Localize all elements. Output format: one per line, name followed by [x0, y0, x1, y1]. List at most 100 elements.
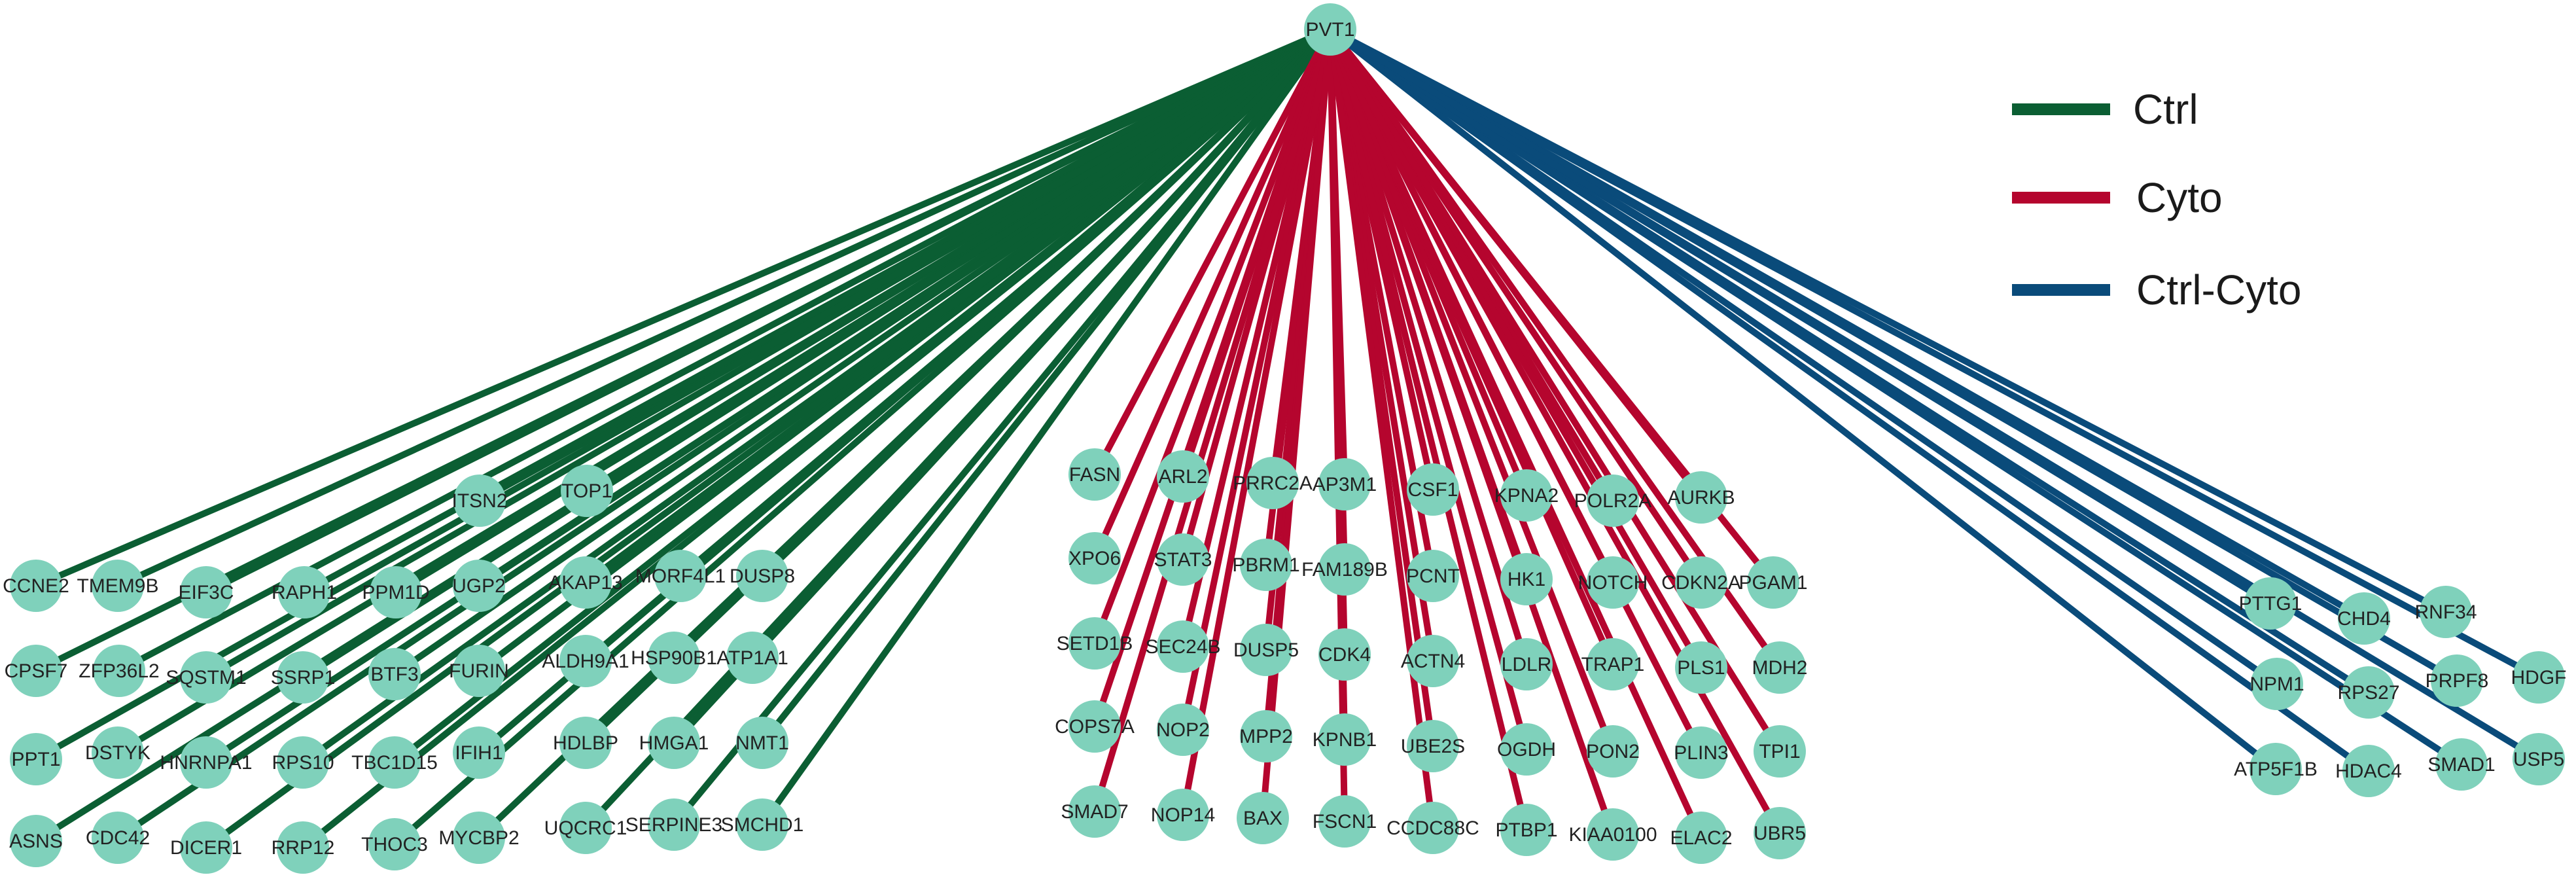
node-circle [453, 812, 505, 864]
node-label: KPNB1 [1313, 729, 1377, 751]
node-label: CSF1 [1408, 479, 1458, 501]
node-rps10: RPS10 [272, 736, 334, 789]
node-circle [2244, 577, 2297, 630]
node-pls1: PLS1 [1675, 641, 1727, 694]
edge-ctrl-tmem9b [116, 26, 1332, 589]
node-label: PRRC2A [1233, 473, 1313, 494]
node-smchd1: SMCHD1 [721, 798, 803, 851]
node-circle [1675, 812, 1727, 864]
node-circle [1318, 543, 1371, 596]
node-label: CDC42 [86, 827, 150, 849]
node-ube2s: UBE2S [1401, 720, 1465, 772]
node-label: AKAP13 [548, 572, 622, 594]
node-circle [1587, 808, 1639, 861]
node-circle [368, 818, 421, 870]
node-label: COPS7A [1055, 716, 1135, 738]
node-cdc42: CDC42 [86, 812, 150, 864]
node-label: FASN [1069, 464, 1120, 486]
node-circle [1500, 723, 1553, 776]
node-dicer1: DICER1 [170, 821, 242, 874]
node-label: HNRNPA1 [160, 752, 252, 774]
legend-label-ctrl: Ctrl [2133, 86, 2198, 133]
node-circle [1500, 638, 1553, 690]
node-label: AURKB [1667, 487, 1735, 509]
node-rps27: RPS27 [2337, 666, 2400, 719]
legend-label-ctrl-cyto: Ctrl-Cyto [2136, 266, 2301, 313]
node-dstyk: DSTYK [85, 726, 150, 779]
node-label: SQSTM1 [166, 667, 246, 689]
node-rrp12: RRP12 [272, 821, 334, 874]
node-stat3: STAT3 [1154, 533, 1212, 586]
node-actn4: ACTN4 [1401, 635, 1465, 687]
node-label: PLS1 [1677, 657, 1725, 679]
node-label: BAX [1243, 808, 1282, 829]
node-label: SMAD7 [1061, 801, 1128, 823]
node-circle [1157, 789, 1209, 841]
node-label: AP3M1 [1313, 474, 1377, 495]
node-circle [1157, 620, 1209, 673]
node-pcnt: PCNT [1406, 550, 1460, 602]
node-furin: FURIN [449, 645, 509, 697]
node-label: PTTG1 [2239, 593, 2303, 615]
node-nmt1: NMT1 [735, 717, 789, 769]
node-circle [1587, 638, 1639, 690]
node-label: HK1 [1508, 569, 1545, 590]
node-npm1: NPM1 [2250, 658, 2304, 710]
node-hdlbp: HDLBP [553, 717, 618, 769]
node-label: TOP1 [561, 480, 612, 502]
edge-ctrl-serpine3 [671, 27, 1333, 827]
node-ppt1: PPT1 [10, 733, 62, 785]
node-circle [92, 726, 144, 779]
node-circle [1157, 704, 1209, 756]
edge-ctrl-thoc3 [392, 27, 1333, 847]
node-cops7a: COPS7A [1055, 700, 1135, 753]
node-trap1: TRAP1 [1581, 638, 1644, 690]
node-cdk4: CDK4 [1318, 628, 1371, 681]
edge-cyto-ccdc88c [1327, 29, 1436, 829]
node-circle [736, 717, 788, 769]
node-label: CHD4 [2337, 608, 2391, 630]
node-circle [92, 812, 144, 864]
node-circle [1318, 628, 1371, 681]
edge-cyto-tpi1 [1327, 27, 1783, 753]
node-circle [2420, 586, 2472, 638]
node-label: ARL2 [1158, 466, 1207, 488]
node-top1: TOP1 [561, 465, 613, 517]
node-label: ASNS [9, 831, 63, 852]
node-asns: ASNS [9, 815, 63, 867]
node-circle [10, 645, 62, 697]
node-circle [1246, 457, 1299, 509]
node-circle [654, 550, 707, 602]
node-setd1b: SETD1B [1057, 617, 1133, 670]
node-prrc2a: PRRC2A [1233, 457, 1313, 509]
node-label: PLIN3 [1674, 742, 1728, 764]
node-circle [2435, 738, 2488, 791]
edge-ctrlcyto-usp5 [1328, 26, 2541, 762]
node-ccdc88c: CCDC88C [1386, 802, 1479, 854]
node-circle [180, 566, 232, 618]
node-fscn1: FSCN1 [1313, 795, 1377, 848]
node-ap3m1: AP3M1 [1313, 458, 1377, 510]
node-bax: BAX [1237, 792, 1289, 844]
node-label: SEC24B [1145, 636, 1220, 658]
node-cpsf7: CPSF7 [5, 645, 67, 697]
node-ubr5: UBR5 [1754, 807, 1806, 859]
node-circle [368, 648, 421, 700]
edge-ctrlcyto-hdgf [1328, 26, 2541, 681]
node-label: DUSP5 [1233, 639, 1299, 661]
node-label: DICER1 [170, 837, 242, 859]
edge-ctrl-uqcrc1 [583, 27, 1333, 831]
node-label: UQCRC1 [544, 817, 627, 839]
edge-ctrl-cpsf7 [34, 26, 1332, 674]
node-label: TMEM9B [77, 575, 158, 597]
edge-ctrl-zfp36l2 [117, 26, 1332, 674]
node-label: PPT1 [11, 749, 60, 770]
node-ldlr: LDLR [1500, 638, 1553, 690]
node-label: SMAD1 [2427, 754, 2495, 776]
edge-cyto-elac2 [1327, 27, 1704, 840]
node-circle [453, 474, 506, 527]
node-circle [370, 566, 422, 618]
node-label: HDGF [2511, 667, 2567, 689]
node-circle [277, 736, 329, 789]
node-circle [10, 733, 62, 785]
